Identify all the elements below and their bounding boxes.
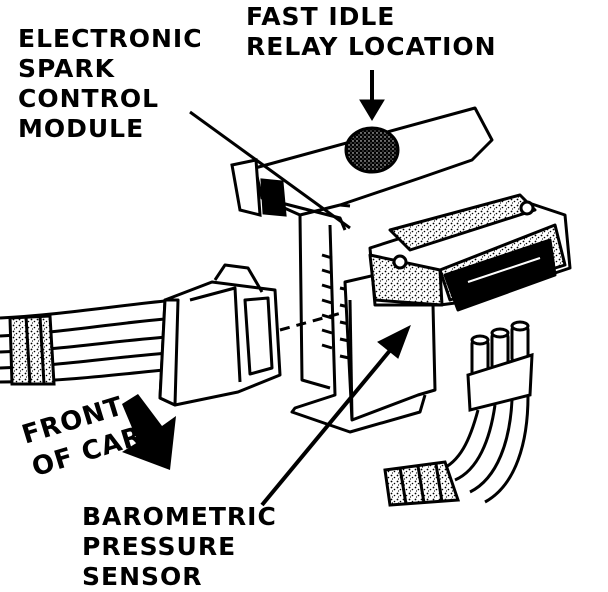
relay-arrowhead <box>359 99 385 121</box>
fast-idle-relay <box>344 126 400 174</box>
sensor-connector-pins <box>466 320 534 412</box>
harness-connector-plug <box>158 263 282 407</box>
fast-idle-relay-label-line-2: RELAY LOCATION <box>246 32 497 61</box>
esc-module-leader <box>189 110 351 230</box>
front-of-car-arrow <box>122 394 176 470</box>
spark-control-module-label-line-2: SPARK <box>18 54 116 83</box>
fast-idle-relay-label: FAST IDLE RELAY LOCATION <box>246 2 497 62</box>
barometric-sensor-label: BAROMETRIC PRESSURE SENSOR <box>82 502 277 592</box>
barometric-sensor-label-line-1: BAROMETRIC <box>82 502 277 531</box>
barometric-sensor-label-line-3: SENSOR <box>82 562 203 591</box>
module-side-tab <box>230 158 287 217</box>
right-harness-tape <box>383 460 461 507</box>
left-harness-tape <box>8 314 56 386</box>
baro-sensor-arrowhead <box>377 324 411 359</box>
right-connector-block <box>368 193 572 312</box>
barometric-sensor-label-line-2: PRESSURE <box>82 532 237 561</box>
spark-control-module-label-line-3: CONTROL <box>18 84 160 113</box>
baro-sensor-leader <box>260 346 394 507</box>
spark-control-module-label: ELECTRONIC SPARK CONTROL MODULE <box>18 24 203 144</box>
fast-idle-relay-label-line-1: FAST IDLE <box>246 2 396 31</box>
spark-control-module-label-line-1: ELECTRONIC <box>18 24 203 53</box>
spark-control-module-label-line-4: MODULE <box>18 114 145 143</box>
connection-guide-line <box>279 310 346 332</box>
callout-lines <box>189 70 411 507</box>
